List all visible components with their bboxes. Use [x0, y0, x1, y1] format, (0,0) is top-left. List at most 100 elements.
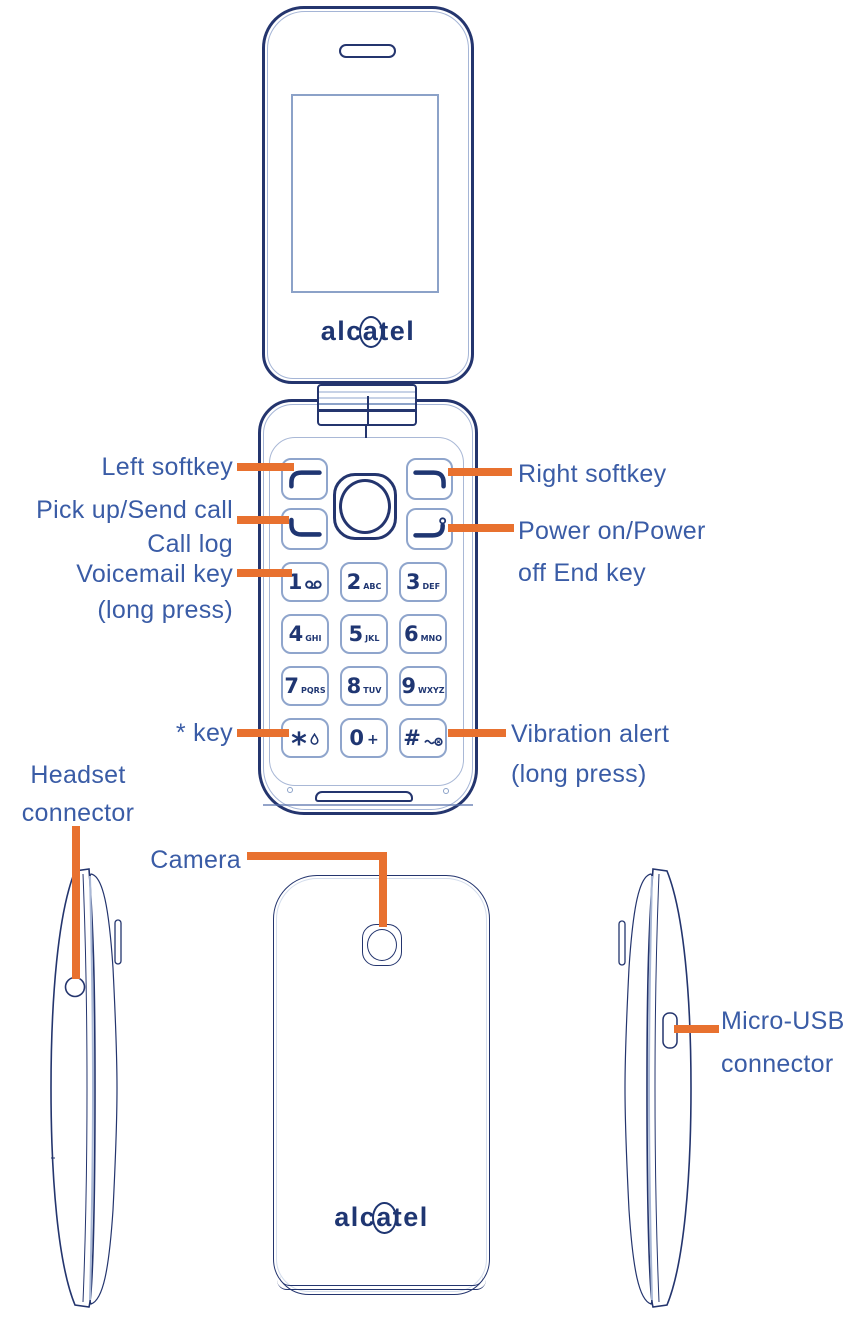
power-end-key-label: Power on/Power off End key	[518, 510, 706, 594]
screw-dot-right	[443, 788, 449, 794]
headset-connector-label: Headset connector	[2, 756, 154, 832]
key-7-letters: PQRS	[301, 685, 326, 695]
key-0: 0 +	[340, 718, 388, 758]
key-5-letters: JKL	[365, 633, 380, 643]
micro-usb-label-line1: Micro-USB	[721, 1007, 845, 1035]
camera-label: Camera	[150, 846, 241, 874]
key-6: 6 MNO	[399, 614, 447, 654]
key-0-plus: +	[366, 732, 379, 748]
left-softkey-label: Left softkey	[101, 453, 233, 481]
micro-usb-connector-label: Micro-USB connector	[721, 1000, 845, 1086]
key-2-digit: 2	[346, 569, 362, 594]
key-2: 2 ABC	[340, 562, 388, 602]
back-brand-logo: alcatel	[273, 1202, 490, 1234]
vibration-label-line2: (long press)	[511, 760, 647, 788]
display-screen	[291, 94, 439, 293]
voicemail-key-label: Voicemail key (long press)	[0, 556, 233, 628]
key-8-letters: TUV	[363, 685, 382, 695]
key-2-letters: ABC	[363, 581, 382, 591]
vibration-icon	[424, 737, 443, 746]
headset-connector-port	[64, 976, 86, 998]
headset-label-line1: Headset	[30, 761, 126, 789]
camera-callout-line-horizontal	[247, 852, 387, 860]
back-bottom-seam-2	[277, 1280, 486, 1290]
star-key-label: * key	[175, 719, 233, 747]
key-6-digit: 6	[403, 621, 419, 646]
right-softkey-label: Right softkey	[518, 460, 667, 488]
key-7: 7 PQRS	[281, 666, 329, 706]
headset-callout-line	[72, 826, 80, 979]
screw-dot-left	[287, 787, 293, 793]
camera-callout-line-vertical	[379, 852, 387, 927]
voicemail-label-line2: (long press)	[97, 596, 233, 624]
back-bottom-seam-1	[280, 1276, 483, 1286]
hinge	[317, 384, 417, 426]
key-3-digit: 3	[405, 569, 421, 594]
key-8: 8 TUV	[340, 666, 388, 706]
side-button-right-view	[618, 920, 626, 966]
pickup-call-log-label: Pick up/Send call Call log	[0, 493, 233, 561]
micro-usb-label-line2: connector	[721, 1050, 834, 1078]
key-9: 9 WXYZ	[399, 666, 447, 706]
droplet-icon	[310, 733, 319, 745]
micro-usb-callout-line	[674, 1025, 719, 1033]
voicemail-callout-line	[237, 569, 292, 577]
voicemail-label-line1: Voicemail key	[76, 560, 233, 588]
end-call-power-icon	[412, 517, 446, 538]
star-key-callout-line	[237, 729, 289, 737]
power-label-line2: off End key	[518, 559, 646, 587]
pickup-label-line2: Call log	[147, 530, 233, 558]
key-4-letters: GHI	[305, 633, 322, 643]
left-softkey-icon	[288, 470, 322, 489]
key-9-letters: WXYZ	[418, 685, 445, 695]
key-9-digit: 9	[401, 673, 417, 698]
key-4-digit: 4	[288, 621, 304, 646]
power-key-callout-line	[448, 524, 514, 532]
right-side-view	[618, 868, 692, 1308]
key-star-digit: *	[291, 727, 307, 762]
key-hash-digit: #	[403, 725, 421, 750]
right-softkey-callout-line	[448, 468, 512, 476]
key-3-letters: DEF	[422, 581, 441, 591]
camera-lens	[362, 924, 402, 966]
vibration-alert-label: Vibration alert (long press)	[511, 714, 669, 794]
camera-lens-inner	[367, 929, 397, 961]
navigation-pad-center	[339, 479, 391, 534]
back-logo-circled-a: a	[372, 1202, 397, 1234]
left-side-view	[50, 868, 122, 1308]
key-0-digit: 0	[349, 725, 364, 750]
front-brand-logo: alcatel	[262, 316, 474, 348]
pick-up-send-call-key	[281, 508, 328, 550]
key-5-digit: 5	[348, 621, 364, 646]
front-logo-suffix: tel	[379, 316, 416, 346]
pickup-callout-line	[237, 516, 289, 524]
back-logo-prefix: alc	[334, 1202, 377, 1232]
earpiece	[339, 44, 396, 58]
front-logo-circled-a: a	[358, 316, 383, 348]
power-label-line1: Power on/Power	[518, 517, 706, 545]
key-4: 4 GHI	[281, 614, 329, 654]
bottom-latch	[315, 791, 413, 802]
back-logo-suffix: tel	[392, 1202, 429, 1232]
key-8-digit: 8	[346, 673, 362, 698]
key-7-digit: 7	[284, 673, 300, 698]
left-softkey-callout-line	[237, 463, 294, 471]
side-button	[114, 919, 122, 965]
hinge-stem-line	[365, 426, 367, 438]
send-call-icon	[288, 517, 322, 537]
key-hash: #	[399, 718, 447, 758]
navigation-pad	[333, 473, 397, 540]
right-softkey	[406, 458, 453, 500]
pickup-label-line1: Pick up/Send call	[36, 496, 233, 524]
right-softkey-icon	[412, 470, 446, 489]
front-logo-prefix: alc	[320, 316, 363, 346]
body-seam-line	[263, 804, 473, 806]
vibration-label-line1: Vibration alert	[511, 720, 670, 748]
vibration-callout-line	[448, 729, 506, 737]
key-star: *	[281, 718, 329, 762]
key-6-letters: MNO	[420, 633, 443, 643]
key-5: 5 JKL	[340, 614, 388, 654]
voicemail-icon	[305, 580, 322, 589]
headset-label-line2: connector	[21, 799, 135, 827]
